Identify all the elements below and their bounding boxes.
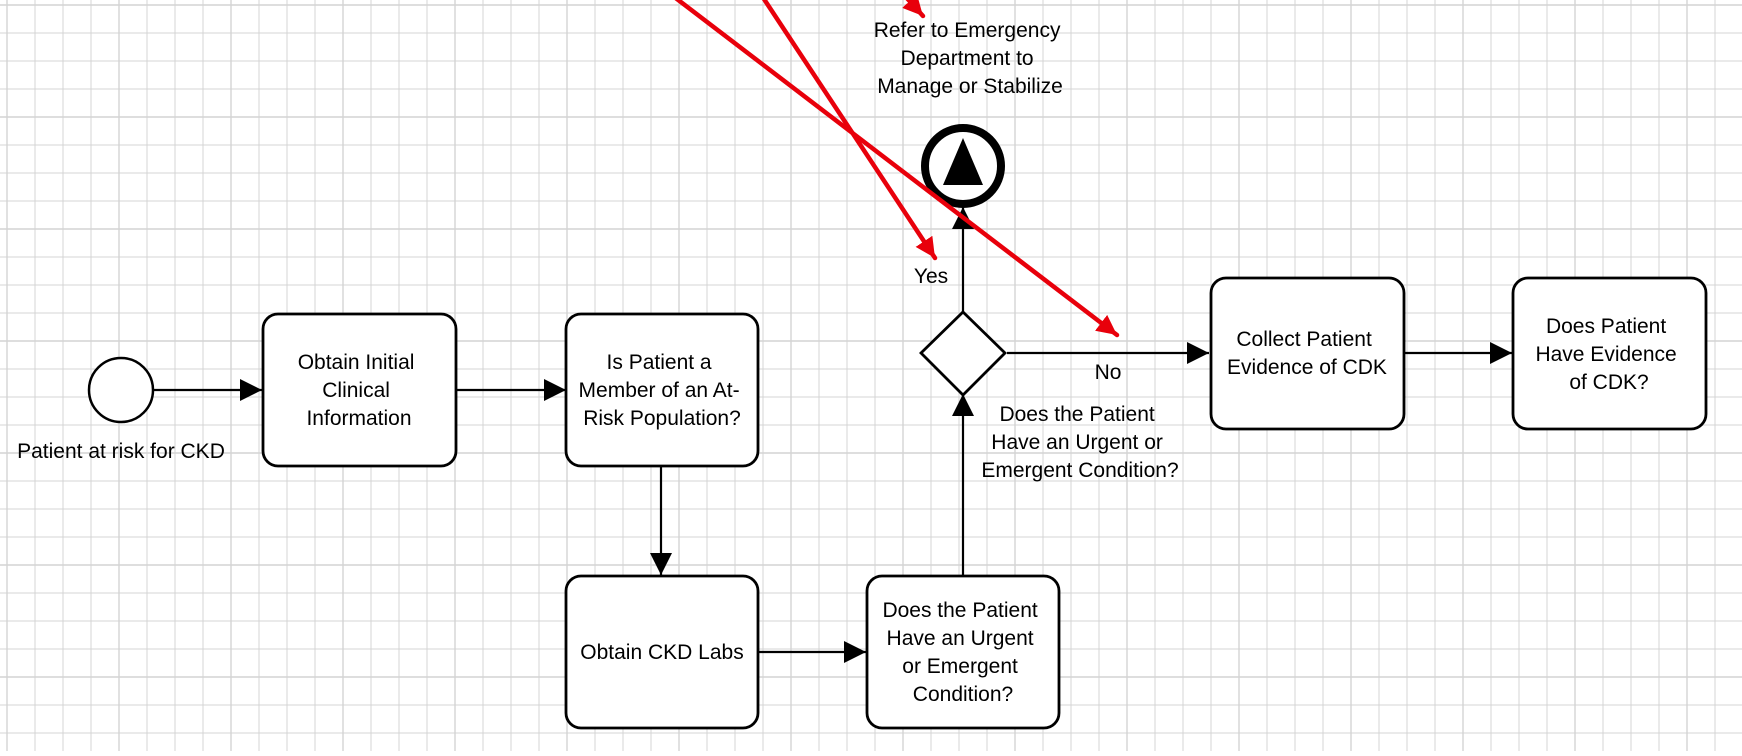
task-line: Condition? [913,683,1013,706]
task-line: Evidence of CDK [1227,356,1387,379]
exclusive-gateway[interactable] [919,310,1007,397]
escalation-triangle-icon [943,138,983,185]
task-urgent-condition-label: Does the Patient Have an Urgent or Emerg… [882,599,1043,706]
task-line: Have an Urgent [887,627,1034,650]
task-line: Obtain CKD Labs [580,641,743,664]
task-obtain-initial-info-label: Obtain Initial Clinical Information [298,351,421,430]
task-line: Information [306,407,411,430]
start-event-circle[interactable] [87,356,155,424]
task-line: Member of an At- [579,379,740,402]
task-line: or Emergent [902,655,1018,678]
annotation-arrow-to-yes-label [761,0,938,261]
end-event-escalation[interactable] [921,124,1005,208]
task-line: Have Evidence [1535,343,1676,366]
task-at-risk-population-label: Is Patient a Member of an At- Risk Popul… [579,351,746,430]
task-line: of CDK? [1569,371,1648,394]
annotation-arrow-to-no-label [674,0,1120,338]
task-line: Is Patient a [607,351,712,374]
task-obtain-initial-info[interactable]: Obtain Initial Clinical Information [261,312,458,468]
end-event-label: Refer to Emergency Department to Manage … [874,19,1067,98]
end-event-label-line: Department to [901,47,1034,70]
gateway-label-line: Does the Patient [999,403,1154,426]
end-event-label-line: Refer to Emergency [874,19,1061,42]
task-obtain-ckd-labs-label: Obtain CKD Labs [580,641,743,664]
annotation-arrows [674,0,1120,338]
task-line: Risk Population? [583,407,741,430]
task-collect-evidence-label: Collect Patient Evidence of CDK [1227,328,1387,379]
start-event-label: Patient at risk for CKD [17,440,225,463]
gateway-label: Does the Patient Have an Urgent or Emerg… [981,403,1178,482]
task-collect-evidence[interactable]: Collect Patient Evidence of CDK [1209,276,1406,431]
task-has-evidence[interactable]: Does Patient Have Evidence of CDK? [1511,276,1708,431]
connectors [153,207,1512,663]
gateway-label-line: Emergent Condition? [981,459,1178,482]
task-line: Clinical [322,379,390,402]
annotation-arrow-to-end-label [902,0,926,19]
task-at-risk-population[interactable]: Is Patient a Member of an At- Risk Popul… [564,312,760,468]
task-line: Does the Patient [882,599,1037,622]
task-line: Collect Patient [1236,328,1372,351]
task-obtain-ckd-labs[interactable]: Obtain CKD Labs [564,574,760,730]
task-line: Does Patient [1546,315,1666,338]
task-has-evidence-label: Does Patient Have Evidence of CDK? [1535,315,1682,394]
gateway-yes-label: Yes [914,265,948,288]
start-event[interactable] [87,356,155,424]
task-urgent-condition[interactable]: Does the Patient Have an Urgent or Emerg… [865,574,1061,730]
task-line: Obtain Initial [298,351,415,374]
end-event-label-line: Manage or Stabilize [877,75,1063,98]
gateway-label-line: Have an Urgent or [991,431,1163,454]
gateway-no-label: No [1095,361,1122,384]
